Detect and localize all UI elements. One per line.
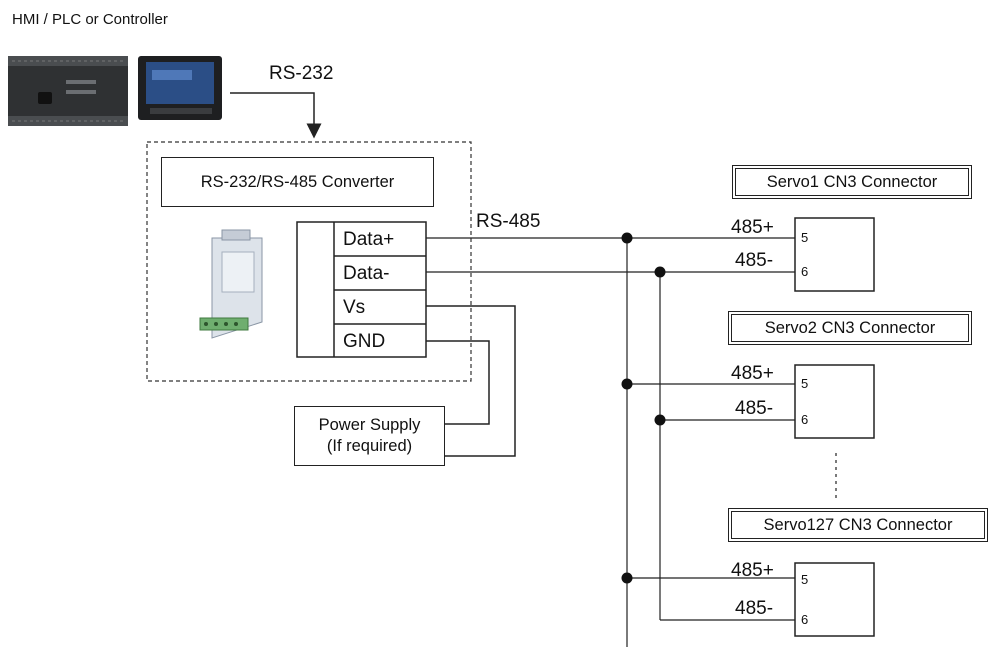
servo1-title-box: Servo1 CN3 Connector bbox=[732, 165, 972, 199]
servo2-pin6: 6 bbox=[801, 412, 809, 427]
power-supply-note: (If required) bbox=[326, 437, 413, 455]
terminal-vs: Vs bbox=[343, 297, 366, 318]
plc-device-icon bbox=[8, 56, 128, 126]
junction-dots bbox=[621, 232, 666, 584]
converter-title-box: RS-232/RS-485 Converter bbox=[161, 157, 434, 207]
servo-connector-boxes bbox=[794, 217, 875, 637]
servo2-title: Servo2 CN3 Connector bbox=[731, 314, 969, 342]
servo127-title-box: Servo127 CN3 Connector bbox=[728, 508, 988, 542]
converter-title: RS-232/RS-485 Converter bbox=[200, 172, 395, 191]
power-supply-box: Power Supply (If required) bbox=[294, 406, 445, 466]
terminal-block bbox=[296, 221, 427, 358]
servo127-pin5: 5 bbox=[801, 572, 809, 587]
power-wires bbox=[426, 305, 516, 457]
terminal-data-minus: Data- bbox=[343, 263, 390, 284]
servo127-title: Servo127 CN3 Connector bbox=[731, 511, 985, 539]
servo2-485minus: 485- bbox=[735, 398, 774, 419]
rs485-label: RS-485 bbox=[476, 211, 541, 232]
servo127-485minus: 485- bbox=[735, 598, 774, 619]
servo127-485plus: 485+ bbox=[731, 560, 774, 581]
hmi-panel-icon bbox=[138, 56, 222, 120]
servo1-pin5: 5 bbox=[801, 230, 809, 245]
terminal-data-plus: Data+ bbox=[343, 229, 395, 250]
page-title: HMI / PLC or Controller bbox=[12, 11, 168, 28]
servo1-title: Servo1 CN3 Connector bbox=[735, 168, 969, 196]
power-supply-label: Power Supply bbox=[318, 416, 421, 435]
rs232-label: RS-232 bbox=[269, 63, 334, 84]
servo2-title-box: Servo2 CN3 Connector bbox=[728, 311, 972, 345]
terminal-gnd: GND bbox=[343, 331, 386, 352]
servo1-485minus: 485- bbox=[735, 250, 774, 271]
rs232-link bbox=[230, 92, 322, 139]
servo2-pin5: 5 bbox=[801, 376, 809, 391]
servo127-pin6: 6 bbox=[801, 612, 809, 627]
converter-enclosure bbox=[146, 141, 472, 382]
rs485-bus bbox=[426, 237, 837, 647]
converter-device-icon bbox=[199, 229, 263, 339]
servo1-485plus: 485+ bbox=[731, 217, 774, 238]
servo2-485plus: 485+ bbox=[731, 363, 774, 384]
servo1-pin6: 6 bbox=[801, 264, 809, 279]
